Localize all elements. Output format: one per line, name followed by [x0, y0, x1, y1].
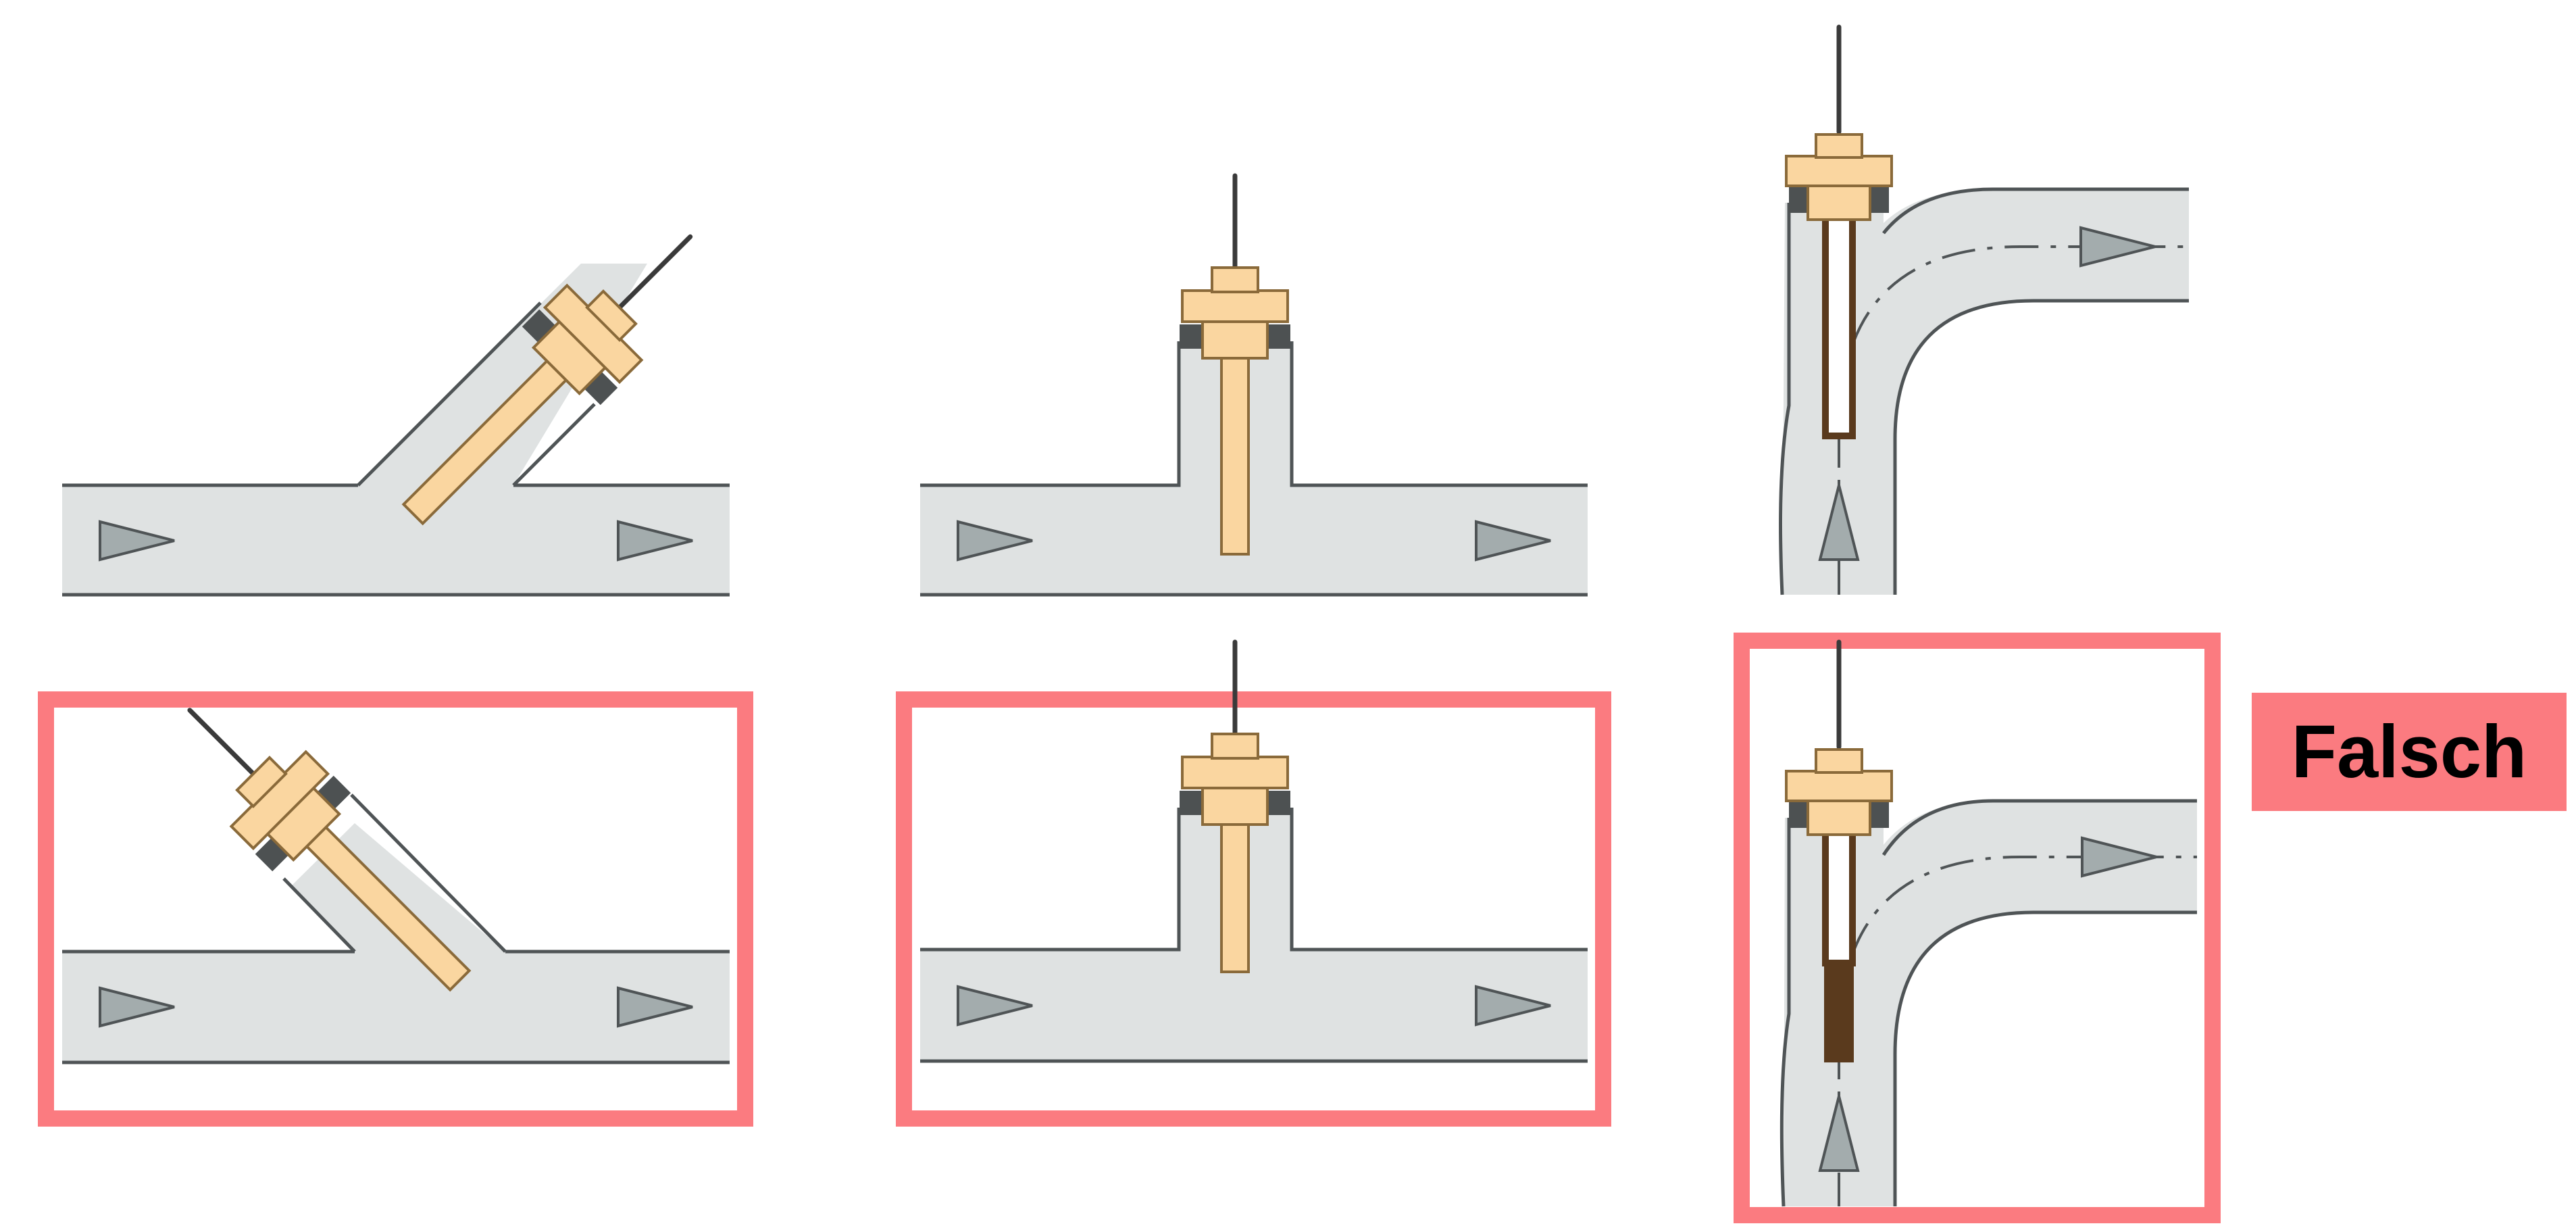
- triangle-arrow-icon: [2081, 836, 2157, 878]
- triangle-arrow-icon: [1475, 520, 1551, 562]
- label-background: [2252, 693, 2567, 811]
- installation-angled-45-wrong: [62, 708, 730, 1064]
- triangle-arrow-icon: [1475, 985, 1551, 1027]
- wrong-frame-angled: [38, 691, 753, 1127]
- triangle-arrow-icon: [99, 520, 175, 562]
- installation-elbow-correct: [1779, 24, 2189, 595]
- triangle-arrow-icon: [1818, 1096, 1860, 1172]
- triangle-arrow-icon: [617, 520, 693, 562]
- triangle-arrow-icon: [2079, 226, 2156, 268]
- installation-tee-90-wrong: [920, 639, 1588, 1063]
- wrong-frame-elbow: [1734, 633, 2221, 1223]
- installation-elbow-wrong: [1779, 639, 2197, 1207]
- triangle-arrow-icon: [99, 986, 175, 1028]
- triangle-arrow-icon: [957, 520, 1033, 562]
- triangle-arrow-icon: [1818, 485, 1860, 561]
- triangle-arrow-icon: [957, 985, 1033, 1027]
- installation-tee-90-correct: [920, 173, 1588, 597]
- triangle-arrow-icon: [617, 986, 693, 1028]
- wrong-frame-tee: [896, 691, 1611, 1127]
- installation-angled-45-correct: [62, 234, 730, 597]
- wrong-label: Falsch: [2291, 710, 2527, 793]
